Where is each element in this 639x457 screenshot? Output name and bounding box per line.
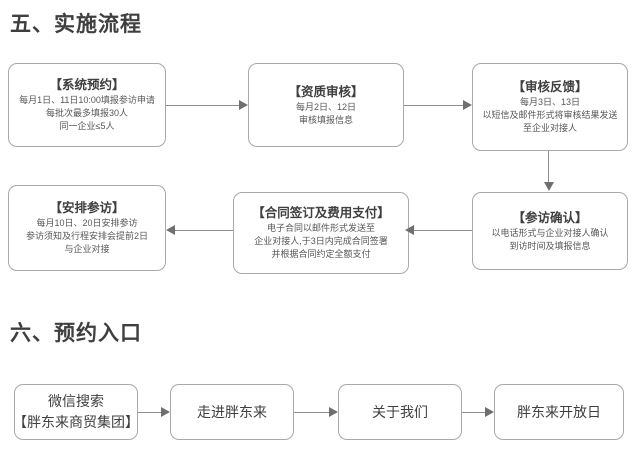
connector-line-wechat-to-enter: [138, 412, 164, 413]
flow-box-title: 【审核反馈】: [512, 80, 588, 94]
flow-box-title: 【系统预约】: [49, 78, 125, 92]
flow-box-visit-confirmation[interactable]: 【参访确认】 以电话形式与企业对接人确认 到访时间及填报信息: [472, 192, 628, 270]
flow-box-line: 同一企业≤5人: [59, 121, 115, 131]
flow-box-title: 【资质审核】: [288, 84, 364, 99]
entry-box-line: 微信搜索: [48, 393, 104, 409]
connector-line-confirmation-to-contract: [414, 230, 472, 231]
flow-box-line: 每月3日、13日: [519, 97, 581, 107]
connector-line-booking-to-qualification: [166, 105, 240, 106]
section-heading-entrance: 六、预约入口: [10, 322, 142, 345]
flow-box-line: 审核填报信息: [298, 114, 353, 125]
entry-box-line: 胖东来开放日: [517, 403, 601, 420]
entry-box-about-us[interactable]: 关于我们: [338, 384, 462, 440]
connector-line-qualification-to-feedback: [404, 105, 464, 106]
flow-box-contract-payment[interactable]: 【合同签订及费用支付】 电子合同以邮件形式发送至 企业对接人,于3日内完成合同签…: [233, 192, 409, 274]
entry-box-wechat-search[interactable]: 微信搜索 【胖东来商贸集团】: [13, 384, 139, 440]
entry-box-enter-pangdonglai[interactable]: 走进胖东来: [170, 384, 294, 440]
connector-line-contract-to-arrange: [175, 230, 233, 231]
entry-box-line: 走进胖东来: [197, 403, 267, 420]
flow-box-line: 以短信及邮件形式将审核结果发送: [482, 110, 618, 120]
flow-box-line: 每月1日、11日10:00填报参访申请: [19, 95, 155, 105]
flow-box-line: 每月10日、20日安排参访: [36, 218, 138, 228]
entry-box-line: 关于我们: [372, 403, 428, 420]
arrow-right-icon: [161, 407, 170, 417]
flow-box-line: 每批次最多填报30人: [45, 108, 128, 118]
connector-line-enter-to-about: [294, 412, 332, 413]
flow-box-line: 至企业对接人: [522, 123, 577, 133]
arrow-right-icon: [463, 100, 472, 110]
flow-box-line: 并根据合同约定全额支付: [271, 249, 371, 259]
entry-box-line: 【胖东来商贸集团】: [13, 414, 139, 430]
flow-box-system-booking[interactable]: 【系统预约】 每月1日、11日10:00填报参访申请 每批次最多填报30人 同一…: [8, 63, 166, 147]
flow-box-review-feedback[interactable]: 【审核反馈】 每月3日、13日 以短信及邮件形式将审核结果发送 至企业对接人: [472, 63, 628, 151]
arrow-right-icon: [485, 407, 494, 417]
entry-box-open-day[interactable]: 胖东来开放日: [494, 384, 624, 440]
arrow-right-icon: [239, 100, 248, 110]
flow-box-line: 电子合同以邮件形式发送至: [266, 223, 375, 233]
arrow-left-icon: [405, 225, 414, 235]
arrow-left-icon: [166, 225, 175, 235]
flow-box-line: 企业对接人,于3日内完成合同签署: [254, 236, 388, 246]
arrow-down-icon: [544, 182, 554, 191]
connector-line-about-to-openday: [462, 412, 488, 413]
flow-box-title: 【参访确认】: [512, 210, 588, 225]
flow-box-qualification-review[interactable]: 【资质审核】 每月2日、12日 审核填报信息: [248, 63, 404, 147]
section-heading-implementation: 五、实施流程: [10, 13, 142, 36]
flow-box-line: 以电话形式与企业对接人确认: [491, 227, 609, 238]
arrow-right-icon: [329, 407, 338, 417]
flow-box-line: 参访须知及行程安排会提前2日: [25, 231, 148, 241]
flow-box-title: 【安排参访】: [49, 201, 125, 215]
flow-box-line: 与企业对接: [64, 244, 110, 254]
flow-box-line: 每月2日、12日: [295, 101, 357, 112]
flow-box-line: 到访时间及填报信息: [509, 240, 591, 251]
connector-line-feedback-to-confirmation: [548, 151, 549, 183]
flow-box-title: 【合同签订及费用支付】: [252, 206, 390, 220]
flow-box-arrange-visit[interactable]: 【安排参访】 每月10日、20日安排参访 参访须知及行程安排会提前2日 与企业对…: [8, 185, 166, 271]
